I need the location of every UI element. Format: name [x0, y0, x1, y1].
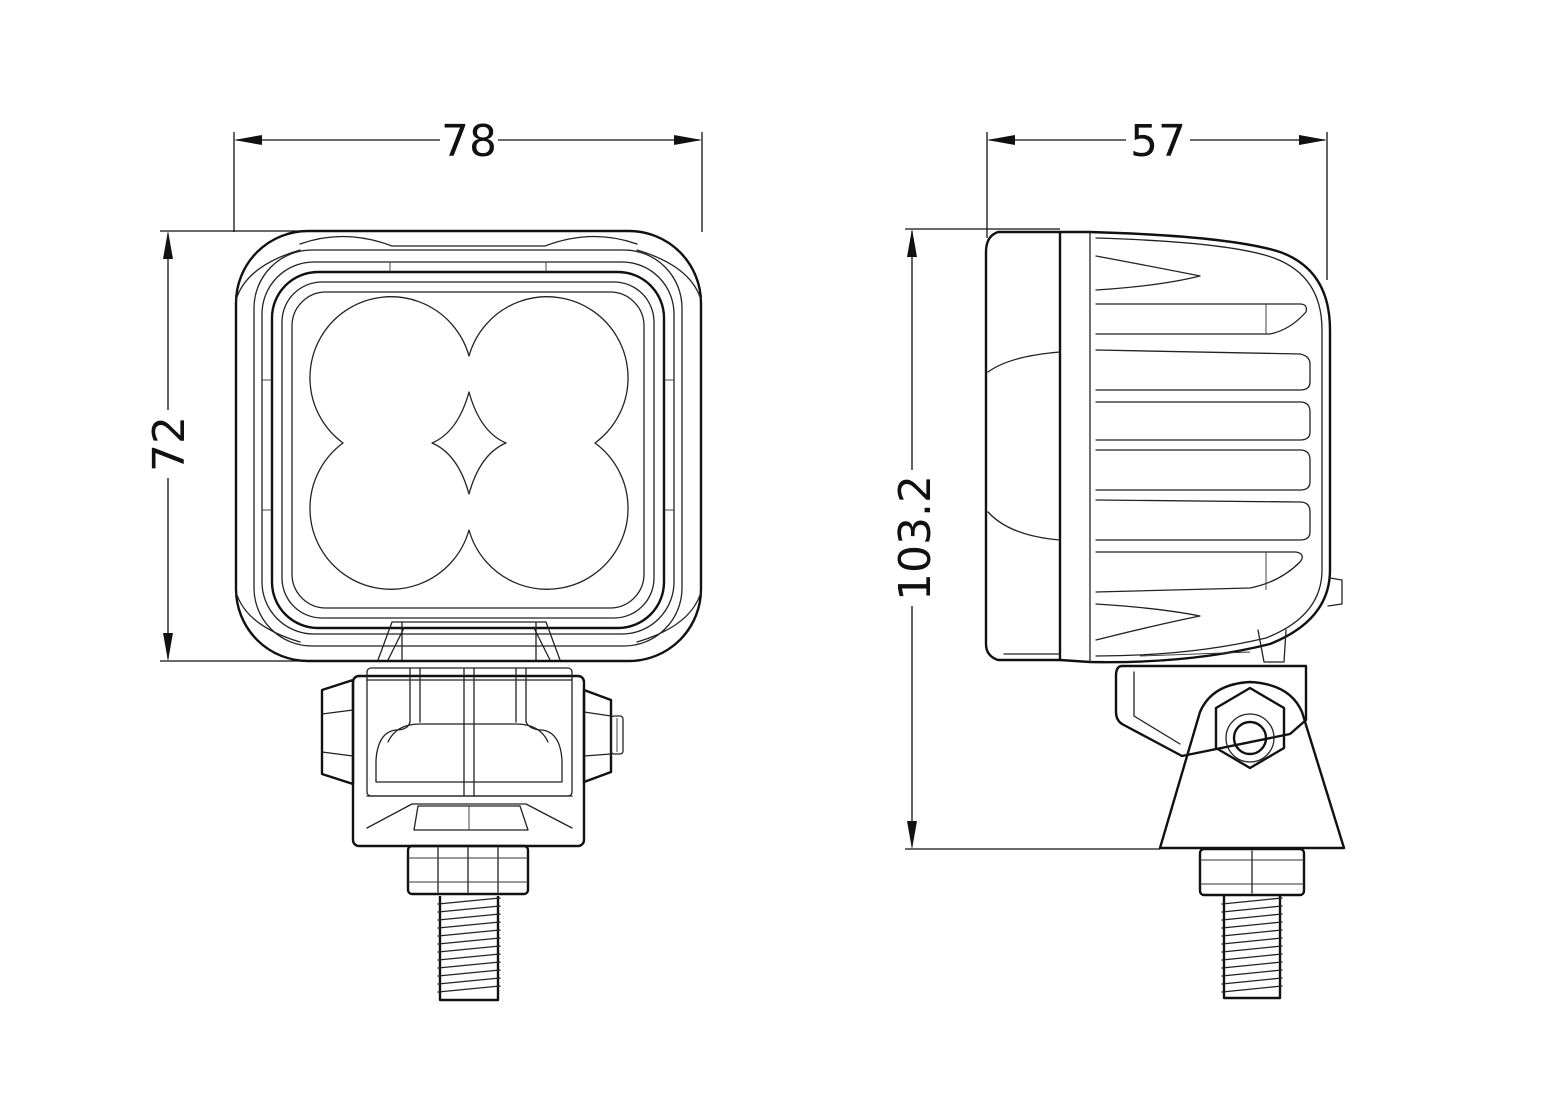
heatsink-fins — [1095, 255, 1311, 657]
lens-clover — [309, 296, 629, 590]
bottom-nut-front — [406, 844, 530, 896]
front-height-label: 72 — [144, 416, 195, 472]
bottom-nut-side — [1198, 847, 1306, 897]
front-height-dimension: 72 — [144, 230, 340, 662]
front-width-label: 78 — [441, 116, 497, 167]
lamp-housing-front — [234, 229, 703, 663]
mounting-bracket-front — [351, 667, 586, 848]
bracket-neck — [377, 621, 561, 661]
side-depth-label: 57 — [1130, 116, 1186, 167]
rear-tab — [1327, 577, 1343, 607]
side-view: 57 103.2 — [890, 116, 1346, 1000]
side-nut-left — [320, 678, 355, 786]
side-height-label: 103.2 — [890, 475, 941, 601]
front-width-dimension: 78 — [233, 116, 703, 232]
heatsink-body — [1059, 230, 1332, 664]
side-depth-dimension: 57 — [986, 116, 1328, 280]
front-view: 78 72 — [144, 116, 703, 1002]
mounting-bracket-side — [1114, 629, 1346, 850]
side-bezel — [984, 230, 1062, 662]
threaded-stud-front — [437, 896, 501, 1002]
side-nut-right — [582, 688, 624, 784]
threaded-stud-side — [1221, 896, 1283, 1000]
side-height-dimension: 103.2 — [890, 228, 1160, 850]
